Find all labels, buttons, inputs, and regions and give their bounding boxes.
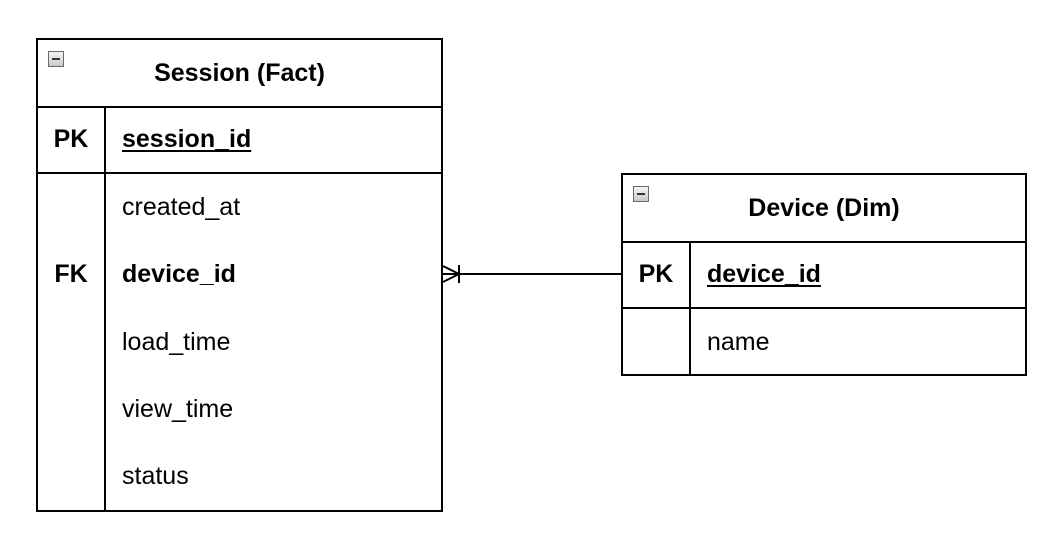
collapse-icon[interactable] bbox=[633, 186, 649, 202]
pk-label: PK bbox=[638, 260, 674, 288]
key-column bbox=[38, 106, 106, 510]
field-load-time[interactable]: load_time bbox=[122, 328, 231, 356]
field-created-at[interactable]: created_at bbox=[122, 193, 241, 221]
pk-field-device-id[interactable]: device_id bbox=[707, 260, 821, 288]
entity-title: Session (Fact) bbox=[154, 58, 325, 87]
entity-session[interactable]: Session (Fact) PK session_id created_at … bbox=[36, 38, 443, 512]
field-view-time[interactable]: view_time bbox=[122, 395, 234, 423]
pk-field-session-id[interactable]: session_id bbox=[122, 125, 252, 153]
pk-label: PK bbox=[53, 125, 89, 153]
entity-title: Device (Dim) bbox=[748, 193, 900, 222]
field-device-id[interactable]: device_id bbox=[122, 260, 236, 288]
field-status[interactable]: status bbox=[122, 462, 189, 490]
entity-header: Device (Dim) bbox=[623, 175, 1025, 243]
collapse-icon[interactable] bbox=[48, 51, 64, 67]
fk-label: FK bbox=[54, 260, 88, 288]
pk-row bbox=[38, 106, 441, 174]
pk-row bbox=[623, 241, 1025, 309]
entity-device[interactable]: Device (Dim) PK device_id name bbox=[621, 173, 1027, 376]
key-column bbox=[623, 241, 691, 374]
field-name[interactable]: name bbox=[707, 328, 770, 356]
entity-header: Session (Fact) bbox=[38, 40, 441, 108]
